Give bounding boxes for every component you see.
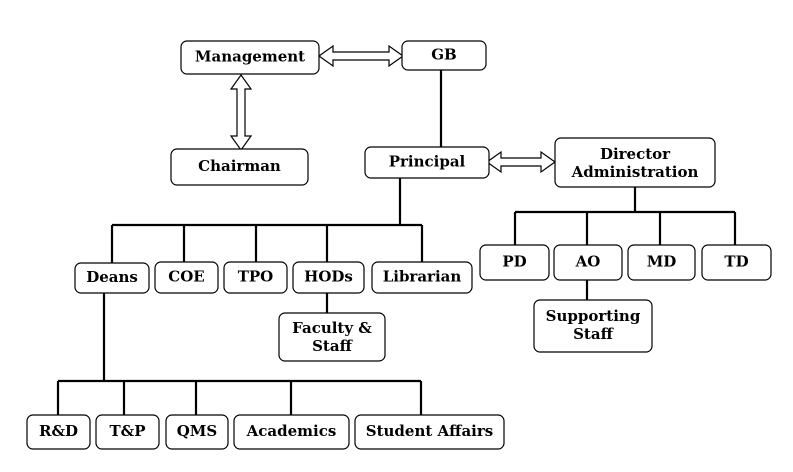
node-label-qms: QMS	[177, 422, 218, 440]
node-principal: Principal	[364, 146, 490, 179]
node-supporting-staff: Supporting Staff	[533, 299, 653, 353]
double-arrow-management-chairman	[229, 73, 253, 152]
node-label-chairman: Chairman	[198, 157, 281, 175]
node-tp: T&P	[95, 414, 160, 450]
node-student-affairs: Student Affairs	[354, 414, 505, 450]
node-pd: PD	[479, 244, 550, 281]
node-label-ao: AO	[575, 253, 601, 271]
node-gb: GB	[401, 40, 487, 71]
node-deans: Deans	[74, 262, 150, 294]
node-label-faculty-line2: Staff	[312, 337, 353, 355]
node-label-coe: COE	[168, 268, 204, 286]
node-hods: HODs	[292, 261, 365, 294]
node-rd: R&D	[26, 414, 91, 450]
node-td: TD	[701, 244, 772, 281]
node-label-gb: GB	[431, 46, 457, 64]
nodes: Management GB Chairman Principal Directo…	[26, 40, 772, 450]
node-label-tpo: TPO	[238, 268, 274, 286]
node-md: MD	[627, 244, 696, 281]
node-label-pd: PD	[502, 253, 526, 271]
node-label-principal: Principal	[389, 153, 466, 171]
node-qms: QMS	[165, 414, 229, 450]
node-librarian: Librarian	[371, 261, 473, 294]
node-label-faculty-line1: Faculty &	[292, 319, 372, 337]
node-label-tp: T&P	[110, 422, 146, 440]
node-label-td: TD	[724, 253, 748, 271]
node-coe: COE	[154, 261, 219, 294]
node-tpo: TPO	[223, 261, 288, 294]
node-academics: Academics	[233, 414, 350, 450]
node-faculty-staff: Faculty & Staff	[278, 312, 386, 362]
node-label-md: MD	[647, 253, 677, 271]
node-label-hods: HODs	[304, 268, 353, 286]
node-label-rd: R&D	[39, 422, 78, 440]
node-label-student-affairs: Student Affairs	[366, 422, 493, 440]
node-label-deans: Deans	[86, 268, 138, 286]
node-chairman: Chairman	[170, 148, 309, 186]
connectors	[56, 68, 737, 415]
node-label-academics: Academics	[246, 422, 337, 440]
node-label-supporting-line1: Supporting	[546, 307, 641, 325]
node-management: Management	[180, 40, 320, 75]
double-arrow-management-gb	[317, 44, 405, 68]
node-ao: AO	[553, 244, 623, 281]
node-label-librarian: Librarian	[383, 268, 462, 286]
node-label-director-line2: Administration	[571, 163, 699, 181]
node-director-administration: Director Administration	[554, 137, 716, 188]
node-label-director-line1: Director	[600, 145, 671, 163]
node-label-management: Management	[195, 48, 305, 66]
double-arrow-principal-director	[485, 150, 557, 174]
node-label-supporting-line2: Staff	[573, 325, 614, 343]
